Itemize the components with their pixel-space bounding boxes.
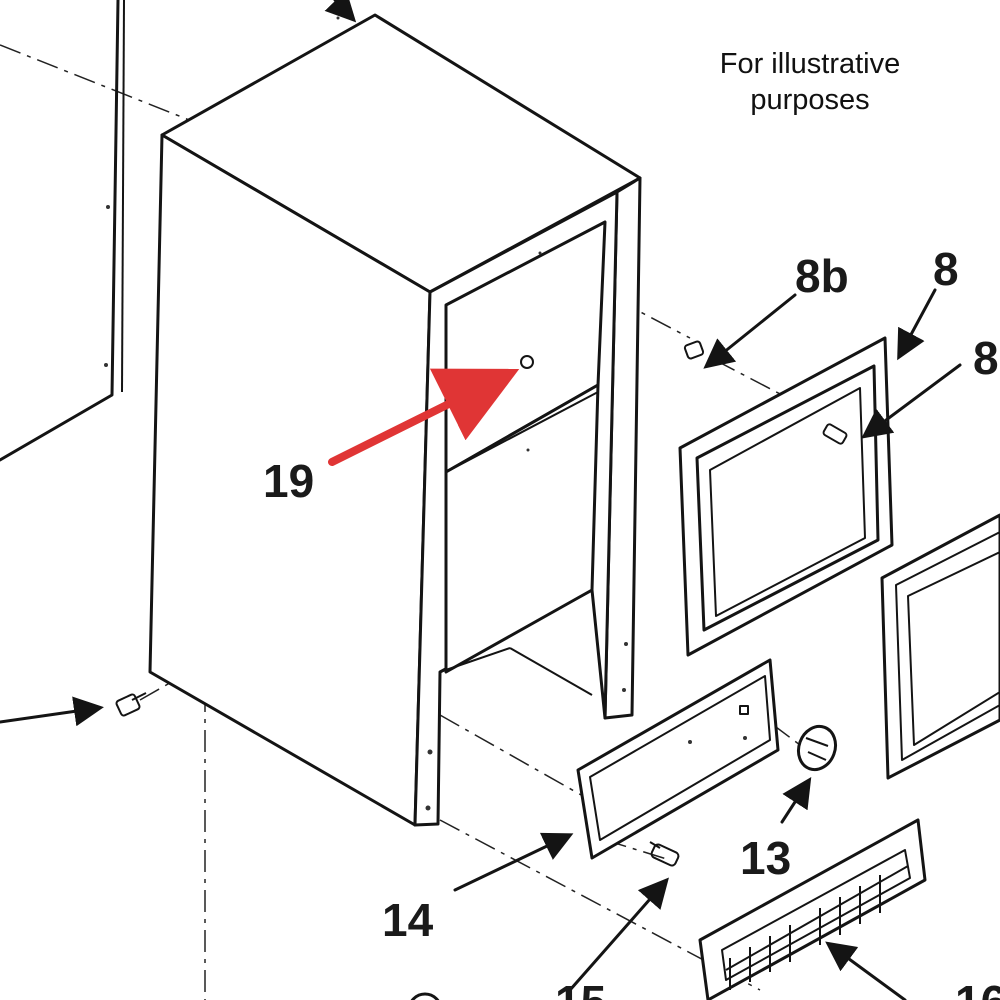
- callout-15-partial: 15: [555, 976, 606, 1000]
- lower-panel-14: [576, 658, 780, 860]
- note-line-2: purposes: [750, 84, 870, 116]
- fastener-8b: [683, 340, 705, 360]
- screw-left: [115, 692, 147, 717]
- grille-panel: [698, 818, 927, 1000]
- callout-8b: 8b: [795, 250, 849, 302]
- leader-15: [568, 877, 669, 992]
- screw-hole-19: [520, 355, 534, 369]
- leader-16: [825, 941, 907, 1000]
- leader-top: [324, 0, 357, 23]
- callout-13: 13: [740, 832, 791, 884]
- door-frame-8: [678, 336, 894, 657]
- leader-8b: [703, 293, 797, 369]
- partial-ring: [410, 992, 440, 1000]
- screw-15: [649, 841, 680, 867]
- leader-14: [453, 832, 574, 892]
- leader-8: [897, 288, 937, 361]
- callout-8: 8: [933, 243, 959, 295]
- cabinet-opening-lower: [444, 383, 600, 674]
- left-side-panel: [0, 0, 125, 462]
- note-line-1: For illustrative: [719, 48, 901, 80]
- door-frame-right: [880, 513, 1000, 780]
- cabinet-body: [104, 13, 642, 827]
- callout-8-cut: 8: [973, 332, 999, 384]
- callout-16-partial: 16: [955, 976, 1000, 1000]
- leader-left: [0, 696, 104, 727]
- leader-8-cut: [861, 363, 962, 439]
- callout-14: 14: [382, 894, 434, 946]
- part-13-knob: [796, 724, 838, 772]
- illustrative-note: For illustrative purposes: [690, 46, 930, 118]
- leader-arrows: [0, 0, 962, 1000]
- leader-13: [780, 776, 812, 824]
- callout-19: 19: [263, 455, 314, 507]
- highlight-arrow-19: [328, 368, 520, 466]
